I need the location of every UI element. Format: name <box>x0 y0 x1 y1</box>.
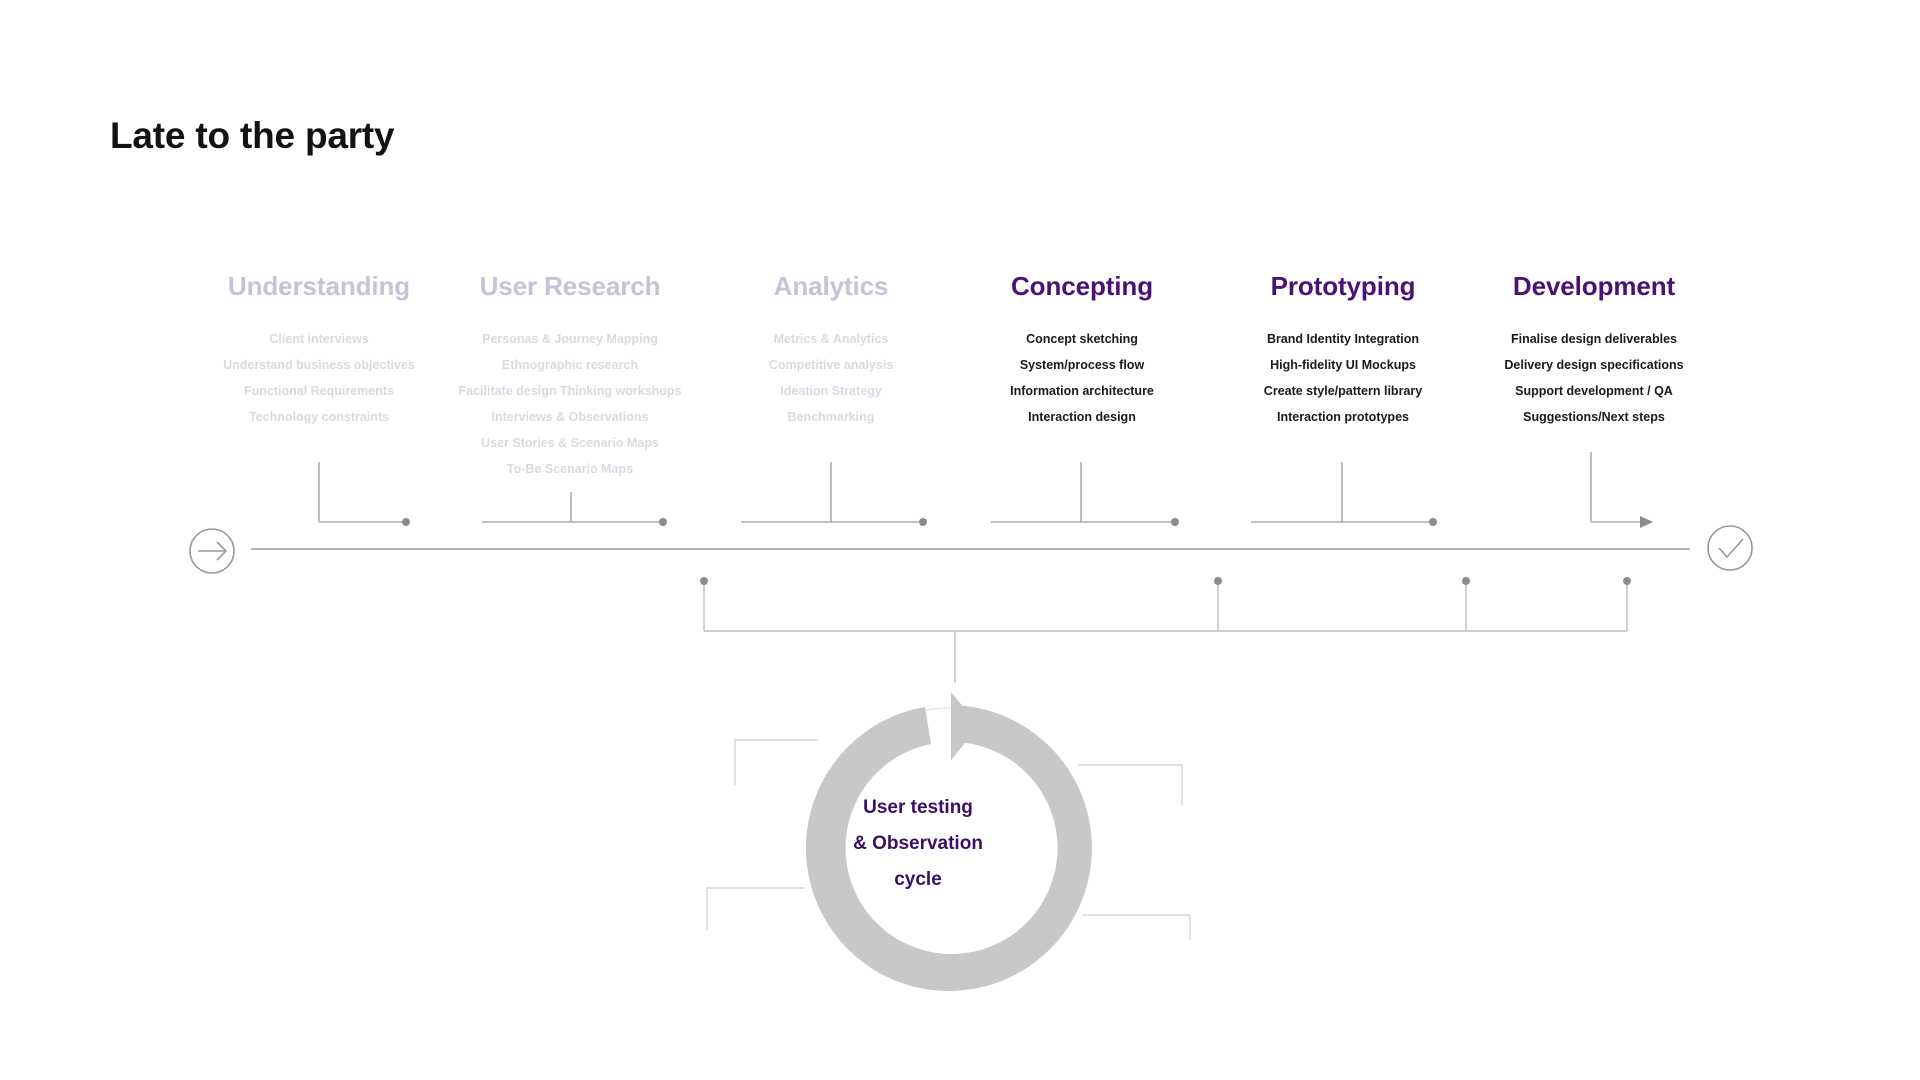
phase-item-list: Concept sketching System/process flow In… <box>932 326 1232 430</box>
phase-item: High-fidelity UI Mockups <box>1270 357 1416 372</box>
check-circle-icon[interactable] <box>1707 525 1753 571</box>
phase-item: Concept sketching <box>1026 331 1138 346</box>
phase-item: Interaction prototypes <box>1277 409 1409 424</box>
phase-item: Support development / QA <box>1515 383 1673 398</box>
phase-item: Competitive analysis <box>768 357 894 372</box>
phase-item-list: Metrics & Analytics Competitive analysis… <box>681 326 981 430</box>
phase-item: Functional Requirements <box>243 383 395 398</box>
phase-item: Metrics & Analytics <box>773 331 889 346</box>
phase-column-understanding[interactable]: Understanding Client interviews Understa… <box>169 272 469 430</box>
phase-item: Interviews & Observations <box>491 409 649 424</box>
phase-item: Delivery design specifications <box>1504 357 1684 372</box>
phase-item-list: Brand Identity Integration High-fidelity… <box>1193 326 1493 430</box>
hub-label-line: & Observation <box>853 833 983 854</box>
connector-development <box>1590 452 1653 528</box>
phase-heading: Prototyping <box>1270 271 1416 301</box>
phase-column-analytics[interactable]: Analytics Metrics & Analytics Competitiv… <box>681 272 981 430</box>
phase-item: Ethnographic research <box>501 357 639 372</box>
arrow-right-circle-icon[interactable] <box>189 528 235 574</box>
connector-prototyping <box>1251 462 1437 526</box>
phase-item: User Stories & Scenario Maps <box>481 435 659 450</box>
phase-item: Understand business objectives <box>223 357 415 372</box>
phase-item-list: Client interviews Understand business ob… <box>169 326 469 430</box>
phase-item: Suggestions/Next steps <box>1523 409 1665 424</box>
phase-item: Ideation Strategy <box>780 383 882 398</box>
phase-heading: Development <box>1512 271 1676 301</box>
connector-analytics <box>741 462 927 526</box>
phase-item: Create style/pattern library <box>1263 383 1423 398</box>
phase-item: Brand Identity Integration <box>1266 331 1420 346</box>
phase-column-user-research[interactable]: User Research Personas & Journey Mapping… <box>420 272 720 482</box>
connector-user-research <box>482 492 667 526</box>
phase-item: To-Be Scenario Maps <box>506 461 634 476</box>
phase-item: Finalise design deliverables <box>1510 331 1678 346</box>
phase-item: Benchmarking <box>787 409 875 424</box>
page-title: Late to the party <box>110 115 395 156</box>
phase-item: Personas & Journey Mapping <box>482 331 658 346</box>
hub-label-line: User testing <box>863 797 973 818</box>
phase-column-concepting[interactable]: Concepting Concept sketching System/proc… <box>932 272 1232 430</box>
phase-item: Client interviews <box>269 331 369 346</box>
phase-item-list: Finalise design deliverables Delivery de… <box>1444 326 1744 430</box>
connector-concepting <box>991 462 1179 526</box>
connector-understanding <box>318 462 410 526</box>
phase-item-list: Personas & Journey Mapping Ethnographic … <box>420 326 720 482</box>
phase-item: Information architecture <box>1010 383 1154 398</box>
phase-item: Facilitate design Thinking workshops <box>458 383 682 398</box>
phase-item: Interaction design <box>1028 409 1136 424</box>
phase-item: Technology constraints <box>248 409 390 424</box>
phase-heading: Concepting <box>1011 271 1153 301</box>
phase-heading: User Research <box>479 271 661 301</box>
phase-column-development[interactable]: Development Finalise design deliverables… <box>1444 272 1744 430</box>
user-testing-cycle-label: User testing & Observation cycle <box>828 790 1008 898</box>
hub-label-line: cycle <box>894 869 942 890</box>
phase-heading: Understanding <box>227 271 411 301</box>
phase-column-prototyping[interactable]: Prototyping Brand Identity Integration H… <box>1193 272 1493 430</box>
phase-item: System/process flow <box>1019 357 1145 372</box>
phase-heading: Analytics <box>773 271 889 301</box>
connector-user-testing-bracket <box>700 577 1631 683</box>
